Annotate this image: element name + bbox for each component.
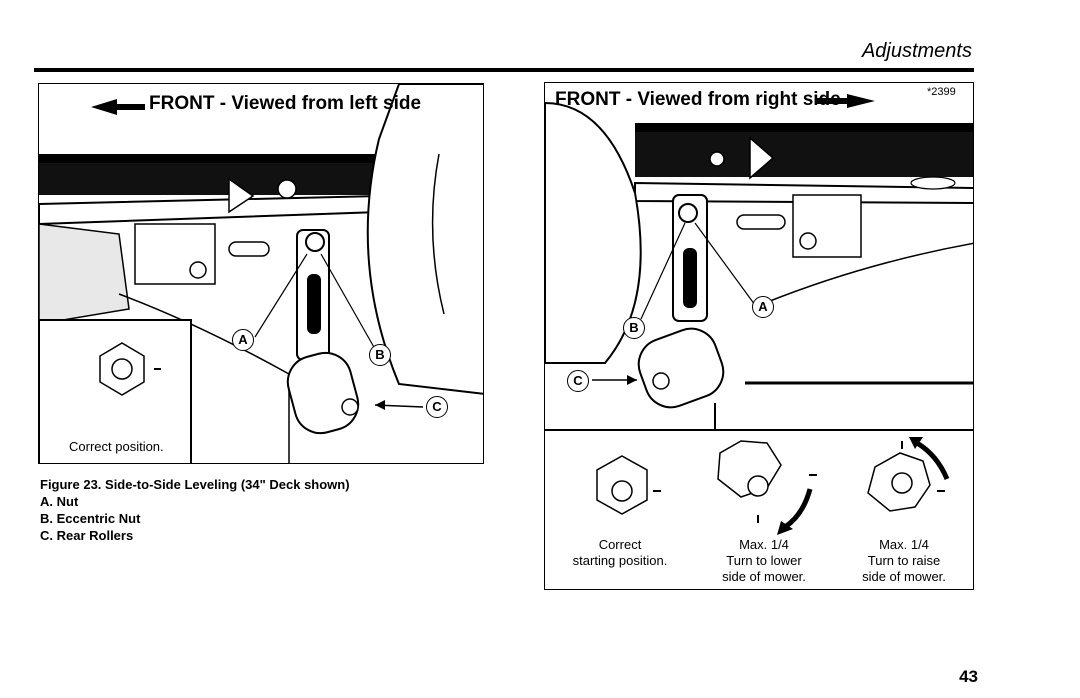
callout-c-right: C — [567, 370, 589, 392]
hex-step-correct-line2: starting position. — [572, 553, 668, 568]
callout-a-left: A — [232, 329, 254, 351]
caption-item-a: A. Nut — [40, 494, 79, 509]
figure-code: *2399 — [927, 86, 956, 98]
callout-b-left: B — [369, 344, 391, 366]
left-figure-drawing — [39, 84, 483, 463]
hex-step-raise-line3: side of mower. — [862, 569, 946, 584]
caption-title: Figure 23. Side-to-Side Leveling (34" De… — [40, 477, 350, 492]
left-figure-title: FRONT - Viewed from left side — [149, 93, 422, 114]
caption-item-b: B. Eccentric Nut — [40, 511, 141, 526]
page-number: 43 — [959, 667, 978, 686]
callout-b-right: B — [623, 317, 645, 339]
inset-caption: Correct position. — [69, 439, 164, 454]
hex-step-raise-line2: Turn to raise — [867, 553, 941, 568]
figure-caption: Figure 23. Side-to-Side Leveling (34" De… — [40, 476, 350, 544]
hex-step-raise-line1: Max. 1/4 — [879, 537, 929, 552]
caption-item-c: C. Rear Rollers — [40, 528, 134, 543]
right-figure-title: FRONT - Viewed from right side — [555, 89, 841, 110]
header-rule — [34, 68, 974, 72]
left-figure: FRONT - Viewed from left side A B C Corr… — [38, 83, 484, 464]
right-figure-drawing — [545, 94, 973, 429]
hex-step-lower-line2: Turn to lower — [726, 553, 802, 568]
callout-a-right: A — [752, 296, 774, 318]
hex-steps-drawing — [596, 437, 950, 535]
hex-step-raise: Max. 1/4 Turn to raise side of mower. — [839, 537, 969, 585]
callout-c-left: C — [426, 396, 448, 418]
hex-step-correct: Correct starting position. — [555, 537, 685, 569]
hex-step-correct-line1: Correct — [598, 537, 642, 552]
section-header: Adjustments — [861, 40, 972, 62]
hex-step-lower-line3: side of mower. — [722, 569, 806, 584]
right-figure: FRONT - Viewed from right side *2399 B A… — [544, 82, 974, 430]
hex-step-lower: Max. 1/4 Turn to lower side of mower. — [699, 537, 829, 585]
hex-step-lower-line1: Max. 1/4 — [739, 537, 789, 552]
hex-steps-panel: Correct starting position. Max. 1/4 Turn… — [544, 430, 974, 590]
